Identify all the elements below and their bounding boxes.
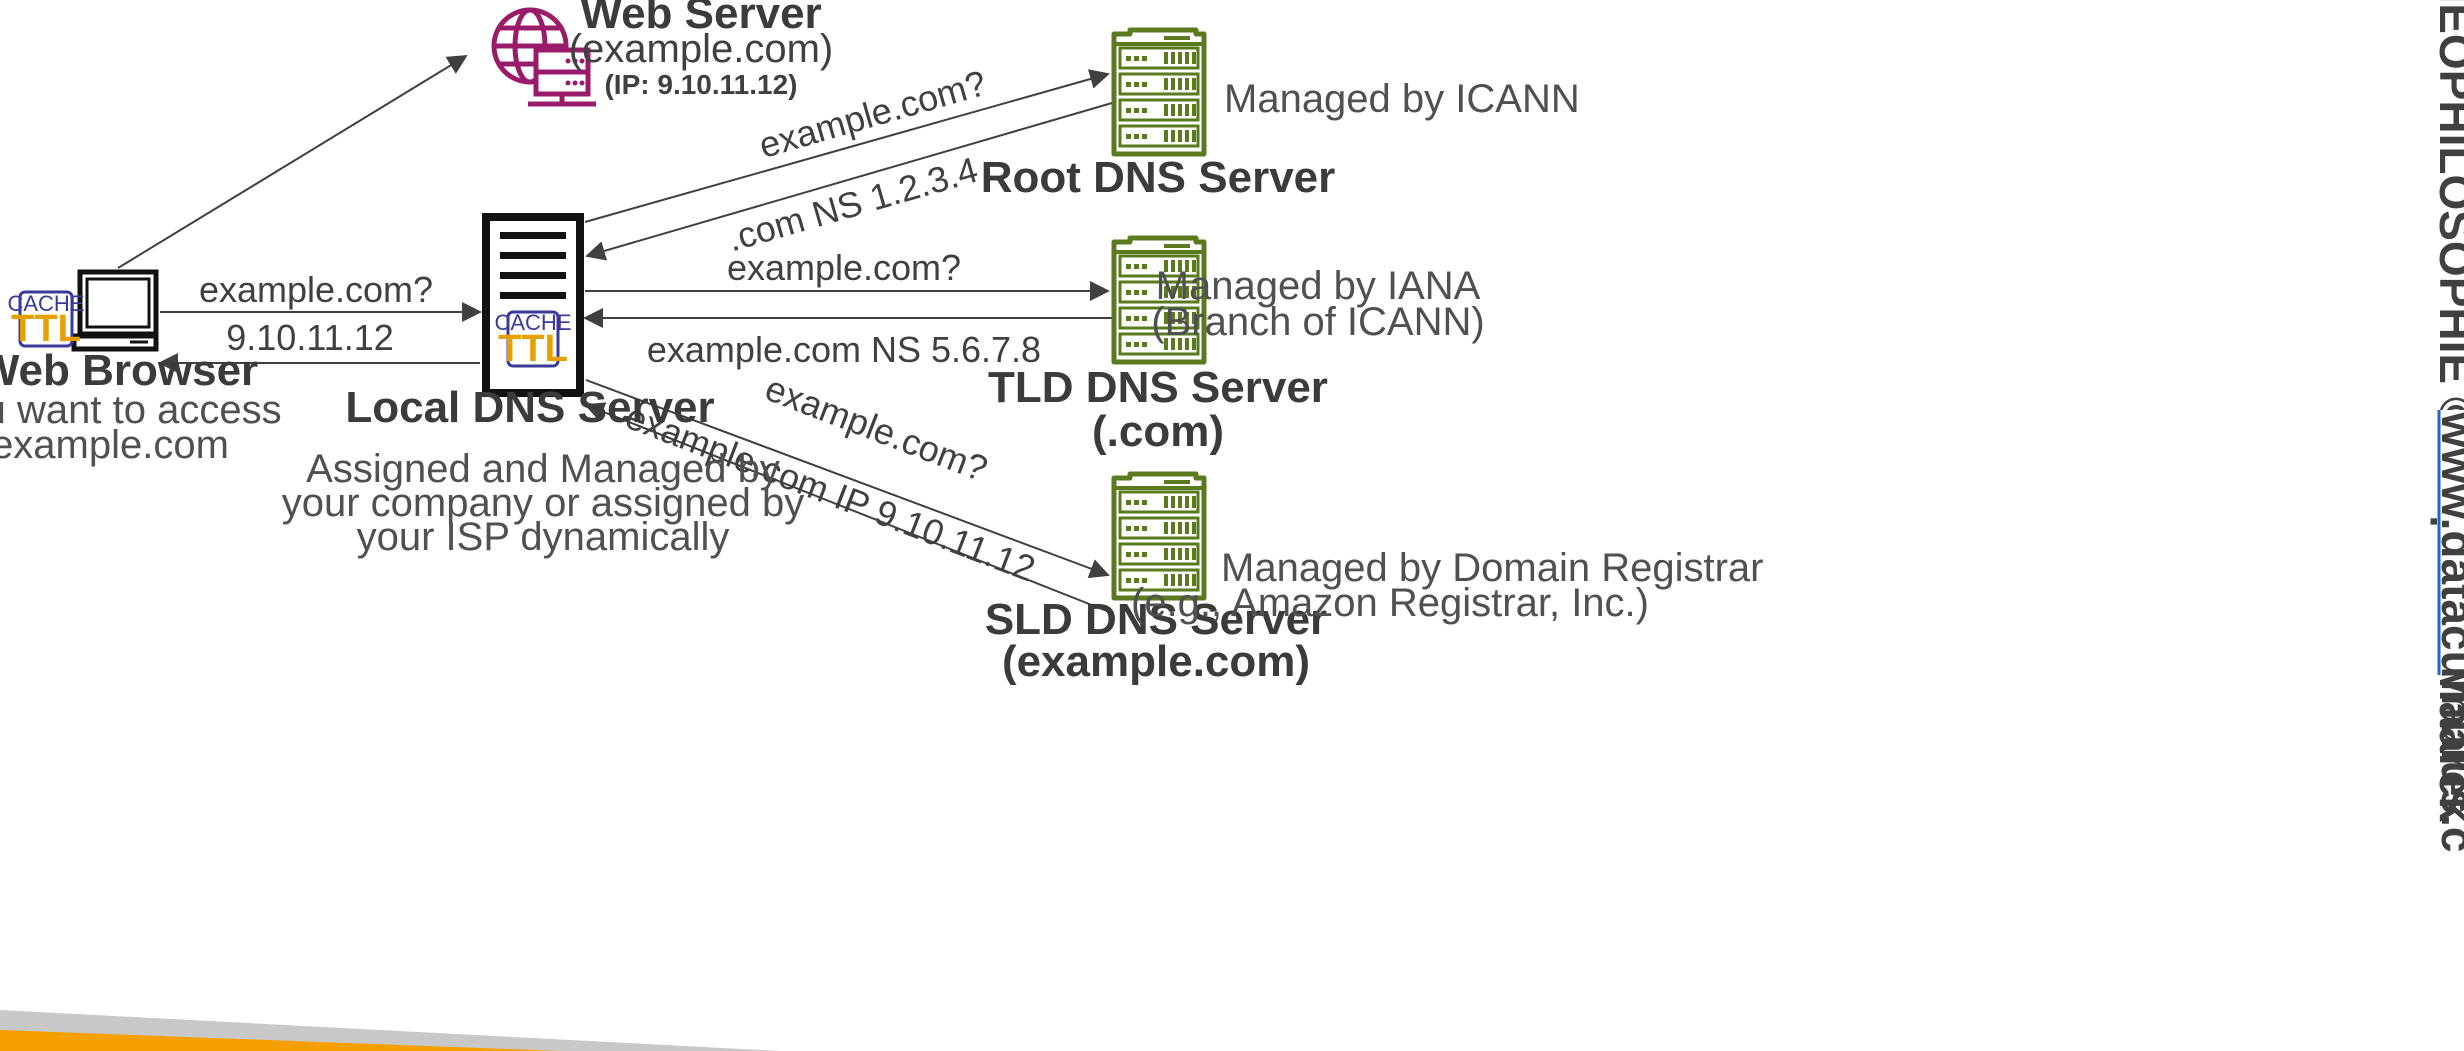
edge-label-tld-answer: example.com NS 5.6.7.8 [647, 329, 1041, 370]
tld-dns-note-2: (Branch of ICANN) [1151, 300, 1484, 344]
edge-label-root-answer: .com NS 1.2.3.4 [723, 149, 982, 260]
watermark-website: www.datacumulus.c [2432, 411, 2464, 853]
web-server-icon [491, 7, 596, 107]
local-dns-desc-2: your company or assigned by [282, 481, 805, 525]
local-dns-ttl-label: TTL [498, 328, 568, 370]
arrows [117, 54, 1113, 614]
local-dns-cache-label: CACHE [494, 310, 571, 335]
sld-dns-note-1: Managed by Domain Registrar [1221, 546, 1763, 590]
sld-dns-title: SLD DNS Server [985, 595, 1327, 644]
decorative-footer-bars [0, 1010, 780, 1051]
local-dns-server-icon [482, 213, 584, 397]
sld-dns-note-2: (e.g., Amazon Registrar, Inc.) [1131, 581, 1649, 625]
edge-label-tld-query: example.com? [727, 247, 961, 288]
tld-dns-note-1: Managed by IANA [1156, 264, 1481, 308]
web-server-title: Web Server [580, 0, 821, 38]
web-browser-desc-2: example.com [0, 423, 229, 467]
local-dns-desc-3: your ISP dynamically [357, 515, 730, 559]
root-dns-note: Managed by ICANN [1224, 77, 1580, 121]
browser-ttl-label: TTL [11, 308, 81, 350]
arrow-sld-query [585, 379, 1110, 579]
sld-dns-server-icon [1114, 474, 1204, 598]
tld-dns-title: TLD DNS Server [988, 363, 1328, 412]
browser-cache-label: CACHE [7, 291, 84, 316]
computer-icon [71, 269, 159, 352]
browser-cache-icon: CACHE TTL [7, 290, 85, 350]
web-server-icon-dots [565, 58, 585, 86]
edge-label-browser-answer: 9.10.11.12 [226, 317, 393, 358]
web-server-subtitle: (example.com) [569, 27, 834, 71]
edge-label-browser-query: example.com? [199, 269, 433, 310]
arrow-root-query [584, 69, 1110, 223]
watermark: NEOPHILOSOPHIE © Stephane Maarek www.dat… [2430, 0, 2464, 853]
arrow-sld-answer [584, 402, 1113, 614]
local-dns-title: Local DNS Server [345, 383, 714, 432]
arrow-browser-to-webserver [117, 54, 468, 269]
root-dns-title: Root DNS Server [981, 153, 1336, 202]
root-dns-server-icon [1114, 30, 1204, 154]
local-dns-desc-1: Assigned and Managed by [306, 447, 780, 491]
arrow-root-answer [585, 102, 1113, 261]
web-server-ip: (IP: 9.10.11.12) [604, 69, 797, 100]
web-browser-desc-1: You want to access [0, 388, 282, 432]
tld-dns-subtitle: (.com) [1092, 407, 1224, 456]
web-browser-title: Web Browser [0, 346, 258, 395]
sld-dns-subtitle: (example.com) [1002, 637, 1310, 686]
